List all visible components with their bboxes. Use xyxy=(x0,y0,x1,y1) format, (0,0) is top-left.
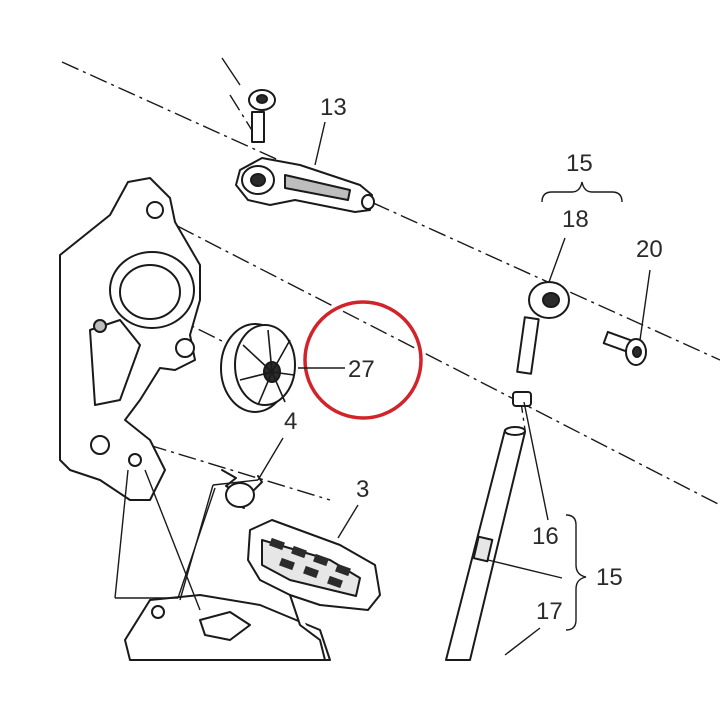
leader-stud-mount xyxy=(144,469,201,611)
brace-15-top xyxy=(541,181,623,203)
leader-mount-left xyxy=(114,469,129,599)
leader-17 xyxy=(504,627,541,656)
part-4-spring xyxy=(221,469,263,509)
part-13-lever xyxy=(235,157,375,213)
group-braces xyxy=(541,181,623,631)
part-18-rod-end xyxy=(516,281,570,375)
footpeg-mount-tooth xyxy=(199,611,251,641)
spring-body xyxy=(225,482,255,508)
rod-end-shank xyxy=(516,316,540,375)
callout-15-right: 15 xyxy=(596,564,623,591)
frame-mount-hole-lower xyxy=(90,435,110,455)
frame-pin xyxy=(93,319,107,333)
leader-3 xyxy=(337,504,359,539)
footpeg-mount-hole xyxy=(151,605,165,619)
footpeg-grip-pattern xyxy=(269,537,351,589)
callout-20: 20 xyxy=(636,236,663,263)
leader-13 xyxy=(314,121,326,166)
frame-bracket xyxy=(59,177,201,501)
part-17-rod xyxy=(445,426,526,661)
spring-tail xyxy=(253,475,263,491)
callout-15-top: 15 xyxy=(566,150,593,177)
lever-eye-hole xyxy=(250,173,266,187)
bolt-13-socket xyxy=(256,94,268,104)
bolt-13-shank xyxy=(251,111,265,143)
part-3-footpeg xyxy=(247,519,381,661)
axis-line-middle xyxy=(149,211,720,506)
frame-mount-hole-top xyxy=(146,201,164,219)
callout-4: 4 xyxy=(284,408,298,435)
callout-16: 16 xyxy=(532,523,559,550)
footpeg-stem xyxy=(289,594,326,661)
lever-pin xyxy=(361,194,375,210)
callout-27: 27 xyxy=(348,356,375,383)
callout-18: 18 xyxy=(562,206,589,233)
spring-box xyxy=(179,479,259,601)
frame-mount-hole-right xyxy=(175,338,195,358)
part-16-bush xyxy=(512,391,532,407)
part-13-bolt xyxy=(248,89,276,143)
footpeg-mount xyxy=(124,594,331,661)
leader-15-rod xyxy=(487,559,563,579)
brace-15-right xyxy=(565,514,587,631)
bolt-20-socket xyxy=(632,346,642,358)
spring-box-left xyxy=(179,484,214,601)
lever-slot xyxy=(284,174,351,201)
callout-3: 3 xyxy=(356,476,370,503)
frame-bore-inner xyxy=(119,264,181,320)
leader-4 xyxy=(257,437,284,481)
rod-end-hole xyxy=(542,292,560,308)
leader-bolt-top xyxy=(221,57,241,86)
leader-16 xyxy=(523,401,549,521)
rod-17-top xyxy=(504,426,526,436)
callout-13: 13 xyxy=(320,94,347,121)
leader-20 xyxy=(639,269,651,341)
highlight-circle xyxy=(303,300,423,420)
rod-17-flat xyxy=(472,535,494,563)
frame-stud xyxy=(128,453,142,467)
wheel-spokes xyxy=(239,329,295,406)
part-20-bolt xyxy=(602,330,647,366)
callout-17: 17 xyxy=(536,598,563,625)
leader-18 xyxy=(548,237,566,283)
spring-leaders xyxy=(114,469,216,611)
frame-rib xyxy=(89,319,141,406)
callout-leaders xyxy=(221,57,651,656)
axis-line-upper xyxy=(61,61,720,361)
bush-16 xyxy=(512,391,532,407)
part-27-wheel xyxy=(220,323,296,413)
spring-box-top xyxy=(212,479,259,486)
